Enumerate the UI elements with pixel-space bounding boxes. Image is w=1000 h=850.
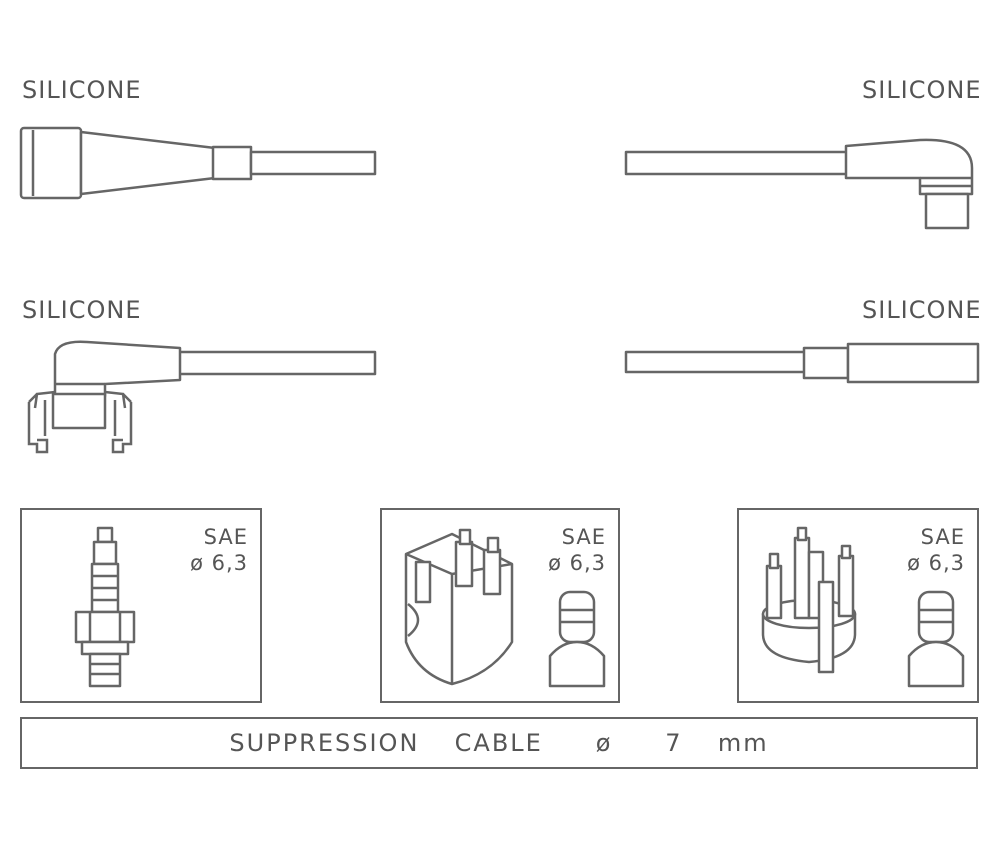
distributor-cap-icon bbox=[404, 528, 514, 686]
diameter-label: ø 6,3 bbox=[907, 551, 965, 575]
label-mid-right: SILICONE bbox=[862, 296, 982, 324]
suppression-cable-text: SUPPRESSION CABLE ø 7 mm bbox=[229, 729, 769, 757]
terminal-icon bbox=[907, 590, 965, 688]
label-top-left: SILICONE bbox=[22, 76, 142, 104]
straight-boot-connector-top-left bbox=[19, 126, 377, 200]
spark-plug-panel: SAE ø 6,3 bbox=[20, 508, 262, 703]
label-mid-left: SILICONE bbox=[22, 296, 142, 324]
diameter-label: ø 6,3 bbox=[548, 551, 606, 575]
sae-label: SAE bbox=[561, 525, 606, 549]
round-distributor-cap-icon bbox=[761, 526, 857, 674]
suppression-cable-bar: SUPPRESSION CABLE ø 7 mm bbox=[20, 717, 978, 769]
diameter-label: ø 6,3 bbox=[190, 551, 248, 575]
sae-spec-3: SAE ø 6,3 bbox=[907, 524, 965, 576]
distributor-cap-panel-2: SAE ø 6,3 bbox=[737, 508, 979, 703]
distributor-cap-panel-1: SAE ø 6,3 bbox=[380, 508, 620, 703]
label-top-right: SILICONE bbox=[862, 76, 982, 104]
sae-spec-2: SAE ø 6,3 bbox=[548, 524, 606, 576]
angled-clip-connector-mid-left bbox=[27, 340, 377, 454]
spark-plug-icon bbox=[74, 526, 136, 688]
sae-spec-1: SAE ø 6,3 bbox=[190, 524, 248, 576]
sae-label: SAE bbox=[920, 525, 965, 549]
straight-boot-connector-mid-right bbox=[624, 342, 980, 384]
terminal-icon bbox=[548, 590, 606, 688]
sae-label: SAE bbox=[203, 525, 248, 549]
angled-boot-connector-top-right bbox=[624, 138, 974, 230]
